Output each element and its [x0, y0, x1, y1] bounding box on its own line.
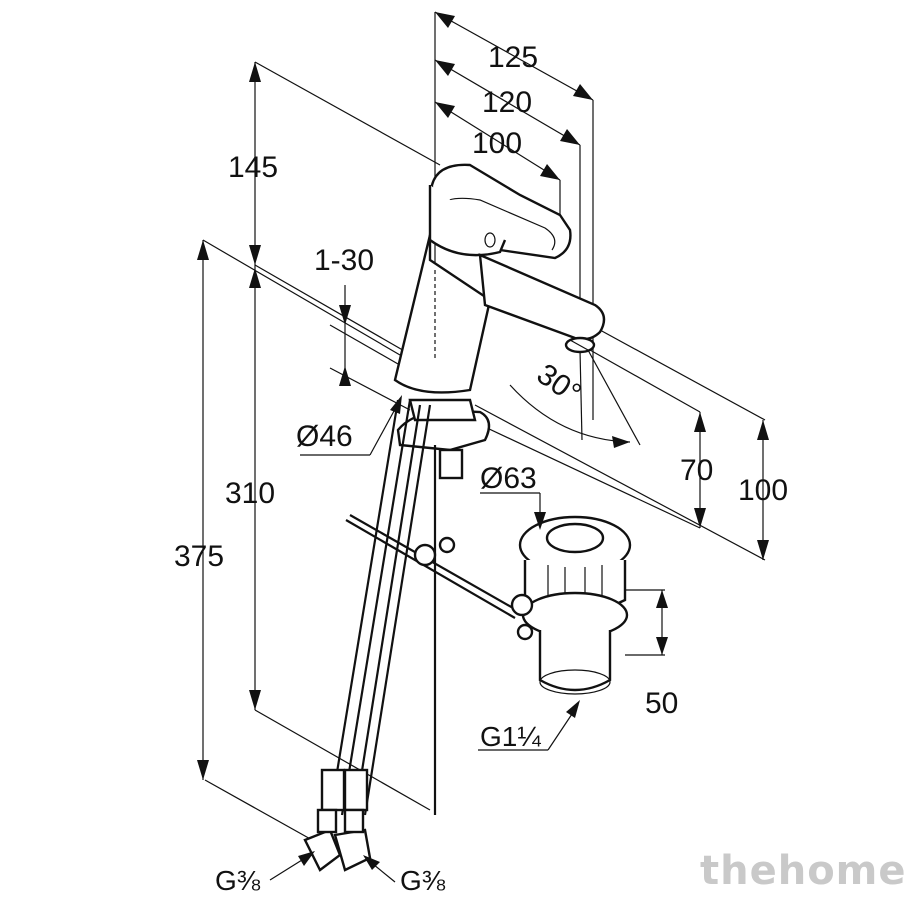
- watermark-text: thehome: [700, 848, 907, 894]
- dim-375-label: 375: [174, 540, 224, 573]
- top-width-dimensions: [434, 11, 594, 420]
- supply-hoses: [303, 399, 432, 872]
- dim-diameter-63-label: Ø63: [480, 462, 537, 495]
- dim-1-30-label: 1-30: [314, 244, 374, 277]
- dim-145-label: 145: [228, 151, 278, 184]
- dim-100-right-label: 100: [738, 474, 788, 507]
- leader-lines: [269, 395, 580, 883]
- countertop-thickness-dimension: [329, 285, 411, 411]
- dim-310-label: 310: [225, 477, 275, 510]
- dim-120-label: 120: [482, 86, 532, 119]
- spout-angle-dimension: [509, 349, 641, 448]
- dim-100-top-label: 100: [472, 127, 522, 160]
- hose-thread-left-label: G⅜: [215, 865, 261, 896]
- dim-50-label: 50: [645, 687, 678, 720]
- right-height-dimensions: [469, 329, 769, 561]
- dim-125-label: 125: [488, 41, 538, 74]
- drain-thread-label: G1¼: [480, 721, 541, 752]
- mounting-kit: [345, 398, 521, 815]
- dim-angle-30-label: 30°: [531, 358, 587, 411]
- dim-70-label: 70: [680, 454, 713, 487]
- dim-diameter-46-label: Ø46: [296, 420, 353, 453]
- pop-up-drain: [510, 515, 668, 695]
- hose-thread-right-label: G⅜: [400, 865, 446, 896]
- faucet-body: [393, 163, 606, 394]
- left-height-dimensions: [197, 61, 441, 851]
